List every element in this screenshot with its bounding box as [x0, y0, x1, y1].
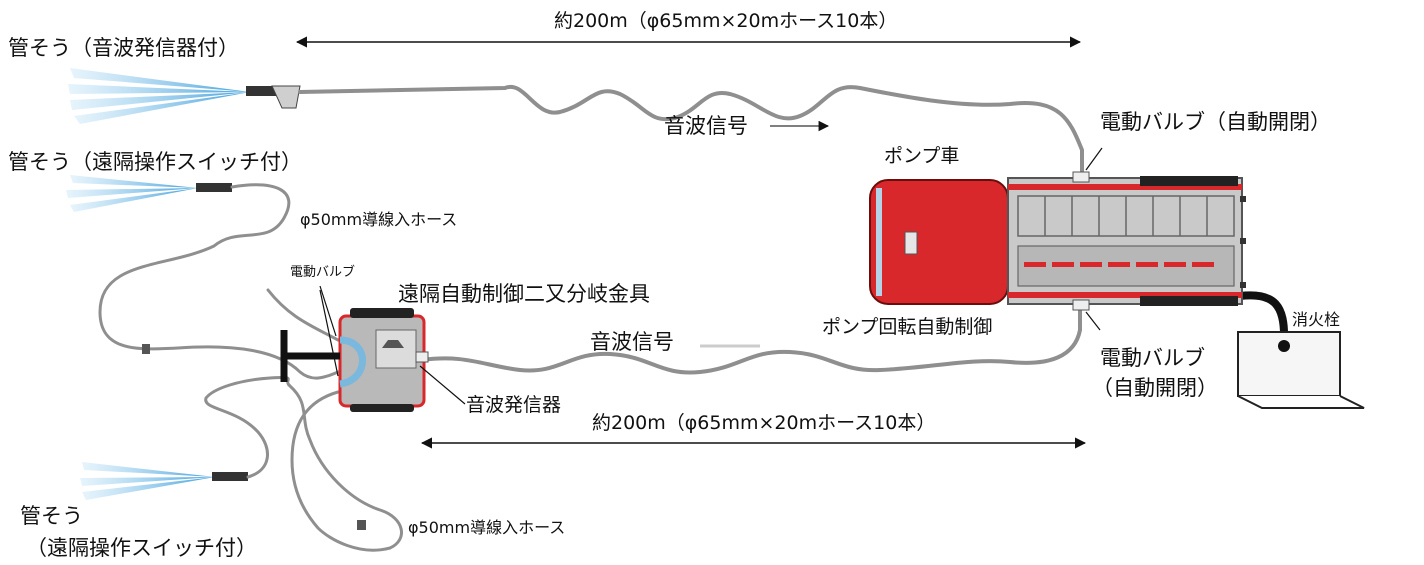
truck-cab-stripe: [876, 188, 882, 296]
nozzle-top-icon: [246, 85, 301, 109]
truck-body-roof-panel: [1140, 176, 1238, 186]
hose-top: [298, 84, 1084, 180]
hose-coupling: [142, 344, 150, 354]
hose-50-lower: [204, 376, 403, 552]
truck-cab: [869, 179, 1009, 305]
fire-hydrant: [1237, 331, 1365, 409]
hose-coupling: [357, 520, 366, 530]
nozzle-top-label: 管そう（音波発信器付）: [8, 36, 239, 60]
truck-body-top-stripe: [1008, 184, 1242, 190]
nozzle-middle-label: 管そう（遠隔操作スイッチ付）: [8, 150, 302, 174]
sound-signal-label-top: 音波信号: [664, 114, 748, 138]
sound-transmitter-label: 音波発信器: [466, 394, 562, 416]
water-spray-middle: [66, 175, 198, 212]
splitter-device: [338, 308, 429, 412]
hose-hydrant: [1236, 291, 1289, 344]
valve-bottom-right-label-2: （自動開閉）: [1092, 376, 1218, 400]
water-spray-bottom: [80, 462, 215, 500]
pump-truck: [869, 171, 1246, 311]
truck-body-bottom-stripe: [1008, 292, 1242, 298]
sound-signal-label-bottom: 音波信号: [590, 330, 674, 354]
stand-frame: [280, 330, 340, 382]
truck-cab-light: [904, 231, 918, 255]
hose-50-upper-to-valve: [266, 288, 340, 342]
nozzle-middle-icon: [196, 183, 232, 192]
valve-top-right-label: 電動バルブ（自動開閉）: [1100, 110, 1331, 134]
truck-valve-top: [1072, 171, 1090, 183]
truck-mirrors: [1240, 196, 1246, 288]
truck-ladder: [1017, 195, 1235, 237]
distance-label-top: 約200m（φ65mm×20mホース10本）: [554, 10, 898, 32]
water-spray-top: [68, 68, 250, 124]
pointer-lines: [319, 147, 1103, 405]
truck-body-bottom-panel: [1140, 296, 1238, 306]
hydrant-label: 消火栓: [1292, 310, 1341, 329]
pump-auto-control-label: ポンプ回転自動制御: [822, 316, 993, 338]
hose-50-label-top: φ50mm導線入ホース: [300, 210, 458, 229]
truck-valve-bottom: [1072, 299, 1090, 311]
nozzle-bottom-label-2: （遠隔操作スイッチ付）: [26, 536, 257, 560]
hose-50-label-bottom: φ50mm導線入ホース: [408, 518, 566, 537]
pump-truck-label: ポンプ車: [884, 145, 960, 167]
distance-label-bottom: 約200m（φ65mm×20mホース10本）: [592, 412, 936, 434]
nozzle-bottom-label-1: 管そう: [20, 504, 83, 528]
valve-bottom-right-label-1: 電動バルブ: [1100, 346, 1205, 370]
splitter-label: 遠隔自動制御二又分岐金具: [398, 282, 650, 306]
nozzle-bottom-icon: [212, 472, 248, 481]
truck-compartment-stripes: [1024, 262, 1214, 267]
hose-bottom: [420, 300, 1082, 375]
valve-small-label: 電動バルブ: [290, 265, 356, 280]
